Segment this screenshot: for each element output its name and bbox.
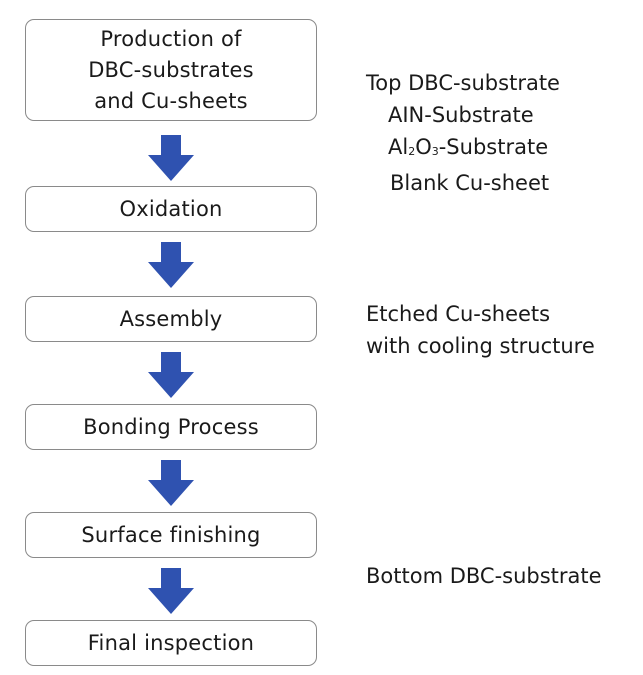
step-production-line-3: and Cu-sheets — [94, 88, 248, 113]
step-surface-finishing-label: Surface finishing — [81, 522, 261, 547]
step-assembly-label: Assembly — [119, 306, 223, 331]
arrow-down-icon — [148, 568, 194, 614]
note-top-dbc: Top DBC-substrate AIN-Substrate Al2O3-Su… — [366, 67, 560, 199]
note-top-item-al2o3: Al2O3-Substrate — [366, 131, 560, 167]
note-etched-cu: Etched Cu-sheets with cooling structure — [366, 298, 595, 362]
arrow-down-icon — [148, 460, 194, 506]
note-al2o3-sub1: 2 — [408, 145, 416, 158]
note-al2o3-prefix: Al — [388, 135, 409, 159]
note-middle-line-1: Etched Cu-sheets — [366, 302, 551, 326]
arrow-down-icon — [148, 242, 194, 288]
step-production: Production of DBC-substrates and Cu-shee… — [25, 19, 317, 121]
note-al2o3-suffix: -Substrate — [438, 135, 549, 159]
note-top-item-blank-cu: Blank Cu-sheet — [390, 171, 550, 195]
step-bonding: Bonding Process — [25, 404, 317, 450]
step-final-inspection: Final inspection — [25, 620, 317, 666]
step-surface-finishing: Surface finishing — [25, 512, 317, 558]
arrow-down-icon — [148, 352, 194, 398]
step-production-line-2: DBC-substrates — [88, 57, 254, 82]
arrow-down-icon — [148, 135, 194, 181]
step-production-line-1: Production of — [100, 26, 242, 51]
step-assembly: Assembly — [25, 296, 317, 342]
note-bottom-dbc: Bottom DBC-substrate — [366, 560, 602, 592]
step-oxidation: Oxidation — [25, 186, 317, 232]
note-al2o3-mid: O — [415, 135, 432, 159]
step-bonding-label: Bonding Process — [83, 414, 259, 439]
note-middle-line-2: with cooling structure — [366, 334, 595, 358]
note-top-item-ain: AIN-Substrate — [388, 103, 534, 127]
note-bottom-line-1: Bottom DBC-substrate — [366, 564, 602, 588]
step-final-inspection-label: Final inspection — [87, 630, 255, 655]
note-top-title: Top DBC-substrate — [366, 71, 560, 95]
step-oxidation-label: Oxidation — [119, 196, 223, 221]
note-al2o3-sub2: 3 — [431, 145, 439, 158]
